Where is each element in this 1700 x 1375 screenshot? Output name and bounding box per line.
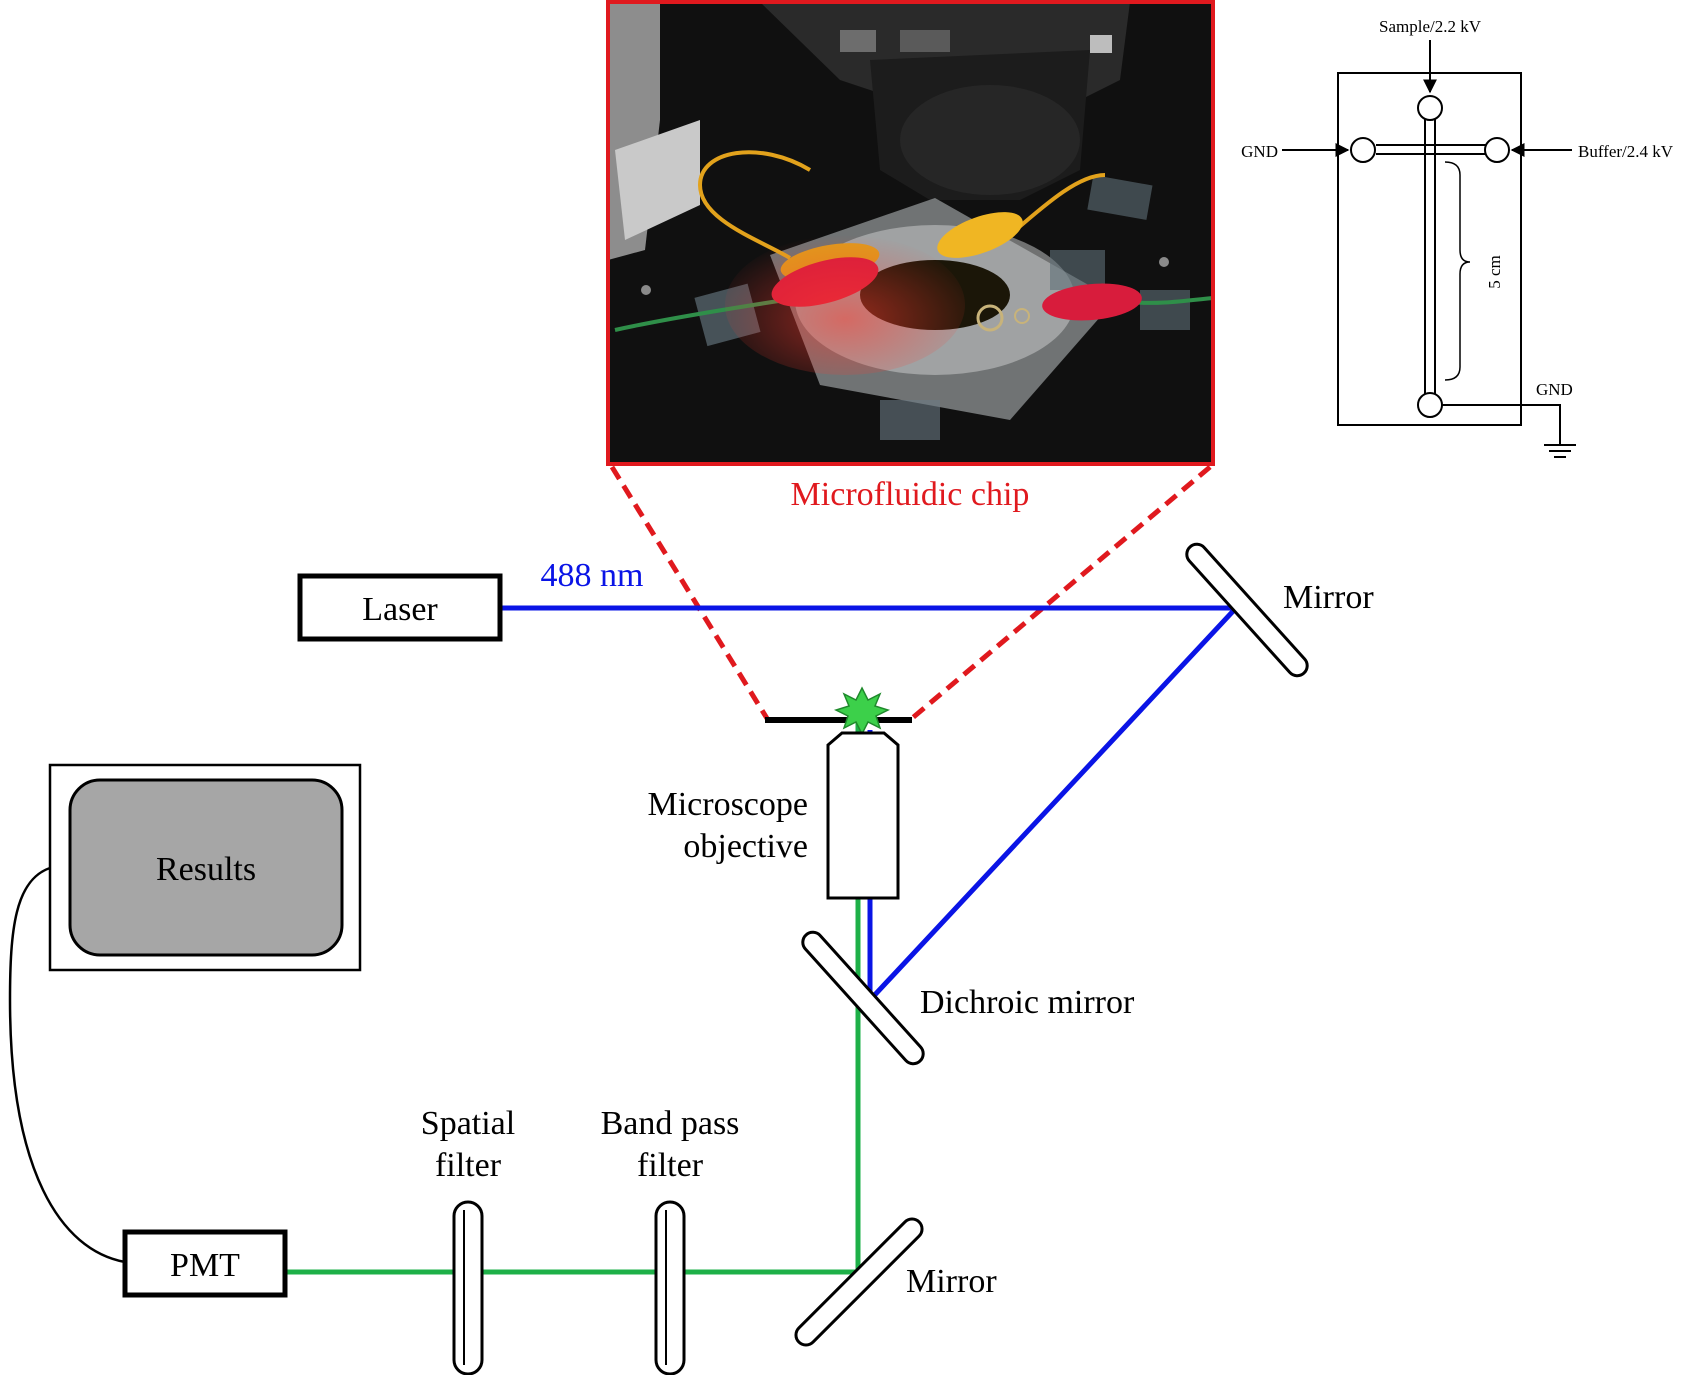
objective-label-1: Microscope: [647, 786, 808, 823]
buffer-label: Buffer/2.4 kV: [1578, 142, 1674, 161]
pmt-box: [122, 1229, 288, 1298]
wavelength-label: 488 nm: [541, 557, 644, 594]
sample-reservoir: [1417, 95, 1443, 121]
chip-photo: [606, 0, 1215, 466]
waste-reservoir: [1417, 392, 1443, 418]
bandpass-label-1: Band pass: [601, 1105, 740, 1142]
photo-frame: [606, 0, 1215, 466]
pmt-label: PMT: [170, 1247, 240, 1284]
bottom-mirror-label: Mirror: [906, 1263, 997, 1300]
chip-caption: Microfluidic chip: [791, 476, 1030, 513]
spatial-filter: [452, 1200, 484, 1375]
length-bracket: [1444, 161, 1471, 381]
top-mirror-label: Mirror: [1283, 579, 1374, 616]
spatial-label-2: filter: [435, 1147, 502, 1184]
sample-label: Sample/2.2 kV: [1379, 17, 1482, 36]
laser-label: Laser: [362, 591, 438, 628]
results-screen: [68, 778, 344, 957]
dichroic-label: Dichroic mirror: [920, 984, 1135, 1021]
top-mirror: [1185, 542, 1309, 678]
gnd-left-label: GND: [1241, 142, 1278, 161]
gnd-bottom-label: GND: [1536, 380, 1573, 399]
chip-outline: [1337, 72, 1522, 426]
length-label: 5 cm: [1485, 255, 1504, 289]
fluorescence-burst: [833, 686, 891, 736]
pmt-cable: [8, 866, 126, 1264]
bottom-mirror: [794, 1217, 924, 1347]
spatial-label-1: Spatial: [421, 1105, 515, 1142]
callout-lines: [609, 465, 1212, 722]
results-label: Results: [156, 851, 256, 888]
bandpass-label-2: filter: [637, 1147, 704, 1184]
gnd-reservoir: [1350, 137, 1376, 163]
objective-label-2: objective: [683, 828, 808, 865]
buffer-reservoir: [1484, 137, 1510, 163]
microscope-objective: [826, 731, 900, 900]
band-pass-filter: [654, 1200, 686, 1375]
dichroic-mirror: [801, 930, 925, 1066]
chip-schematic: Sample/2.2 kV GND Buffer/2.4 kV GND 5 cm: [1241, 17, 1674, 458]
laser-box: [297, 573, 503, 642]
